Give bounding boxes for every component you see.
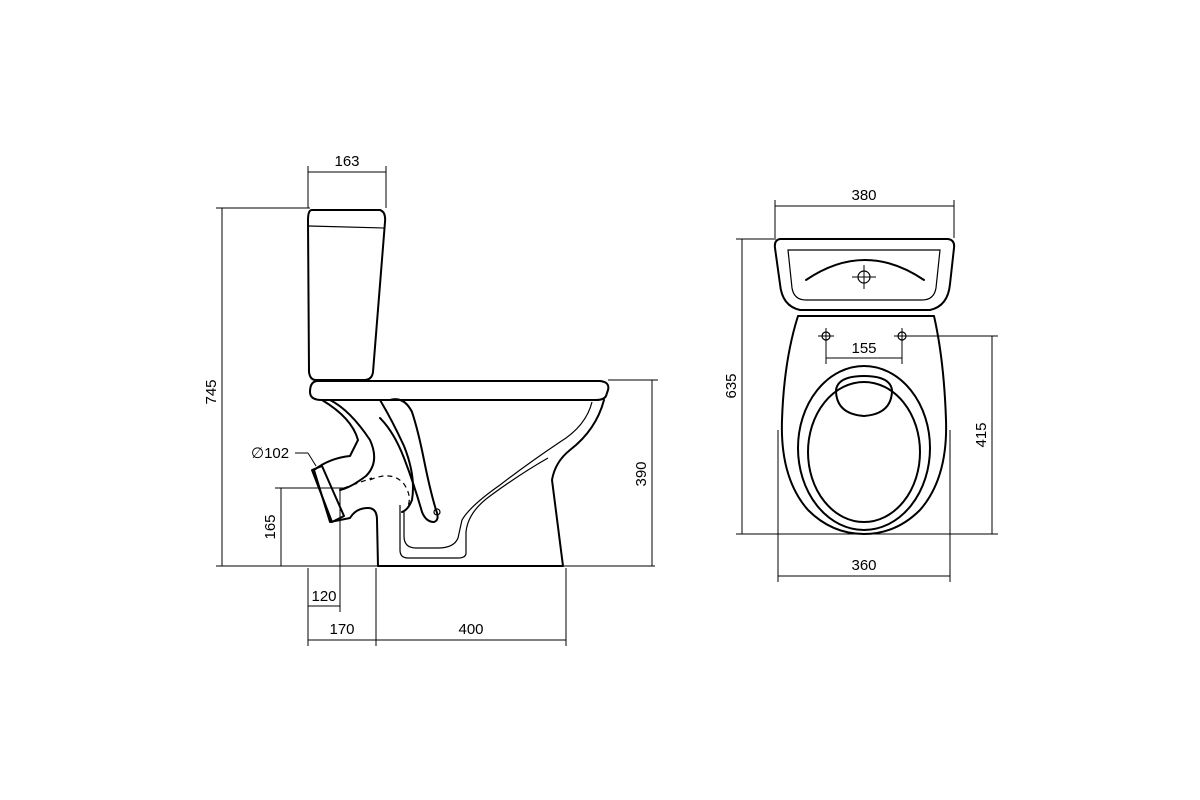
cistern-side bbox=[307, 209, 387, 381]
dim-label-total-depth: 635 bbox=[723, 373, 740, 398]
bowl-body bbox=[313, 399, 605, 567]
side-view: 163 745 390 ∅102 165 120 170 400 bbox=[203, 153, 658, 646]
flush-arc bbox=[805, 259, 925, 281]
bowl-outer bbox=[780, 315, 948, 535]
trapway-inner bbox=[379, 398, 439, 523]
fixing-hole-left-icon bbox=[818, 328, 834, 344]
outlet-pipe bbox=[311, 465, 345, 523]
cistern-top-inner bbox=[787, 249, 941, 301]
cistern-top bbox=[773, 238, 956, 311]
dim-label-tank-width: 380 bbox=[851, 187, 876, 204]
leader-102-d bbox=[307, 452, 317, 467]
dim-label-outlet-diameter: ∅102 bbox=[251, 445, 289, 462]
dim-label-tank-depth: 163 bbox=[334, 153, 359, 170]
dim-label-fixing-spacing: 155 bbox=[851, 340, 876, 357]
trap-seal-point bbox=[433, 508, 441, 516]
seat-inner bbox=[807, 381, 921, 523]
trapway-dashed bbox=[343, 475, 410, 507]
bowl-opening bbox=[835, 375, 893, 417]
seat-rim bbox=[309, 380, 610, 401]
dim-label-total-height: 745 bbox=[203, 379, 220, 404]
top-view: 380 635 155 415 360 bbox=[723, 187, 998, 582]
dim-label-outlet-height: 165 bbox=[262, 514, 279, 539]
dim-label-base-length: 400 bbox=[458, 621, 483, 638]
cistern-lid bbox=[308, 225, 385, 229]
dim-label-bowl-length: 415 bbox=[973, 422, 990, 447]
bowl-inner-2 bbox=[399, 457, 549, 559]
dim-label-outlet-offset: 120 bbox=[311, 588, 336, 605]
dim-label-seat-height: 390 bbox=[633, 461, 650, 486]
flush-button-icon bbox=[852, 265, 876, 289]
trapway bbox=[329, 399, 414, 513]
dim-label-rear-offset: 170 bbox=[329, 621, 354, 638]
bowl-inner bbox=[403, 401, 593, 549]
dim-label-bowl-width: 360 bbox=[851, 557, 876, 574]
seat-outer bbox=[797, 365, 931, 531]
